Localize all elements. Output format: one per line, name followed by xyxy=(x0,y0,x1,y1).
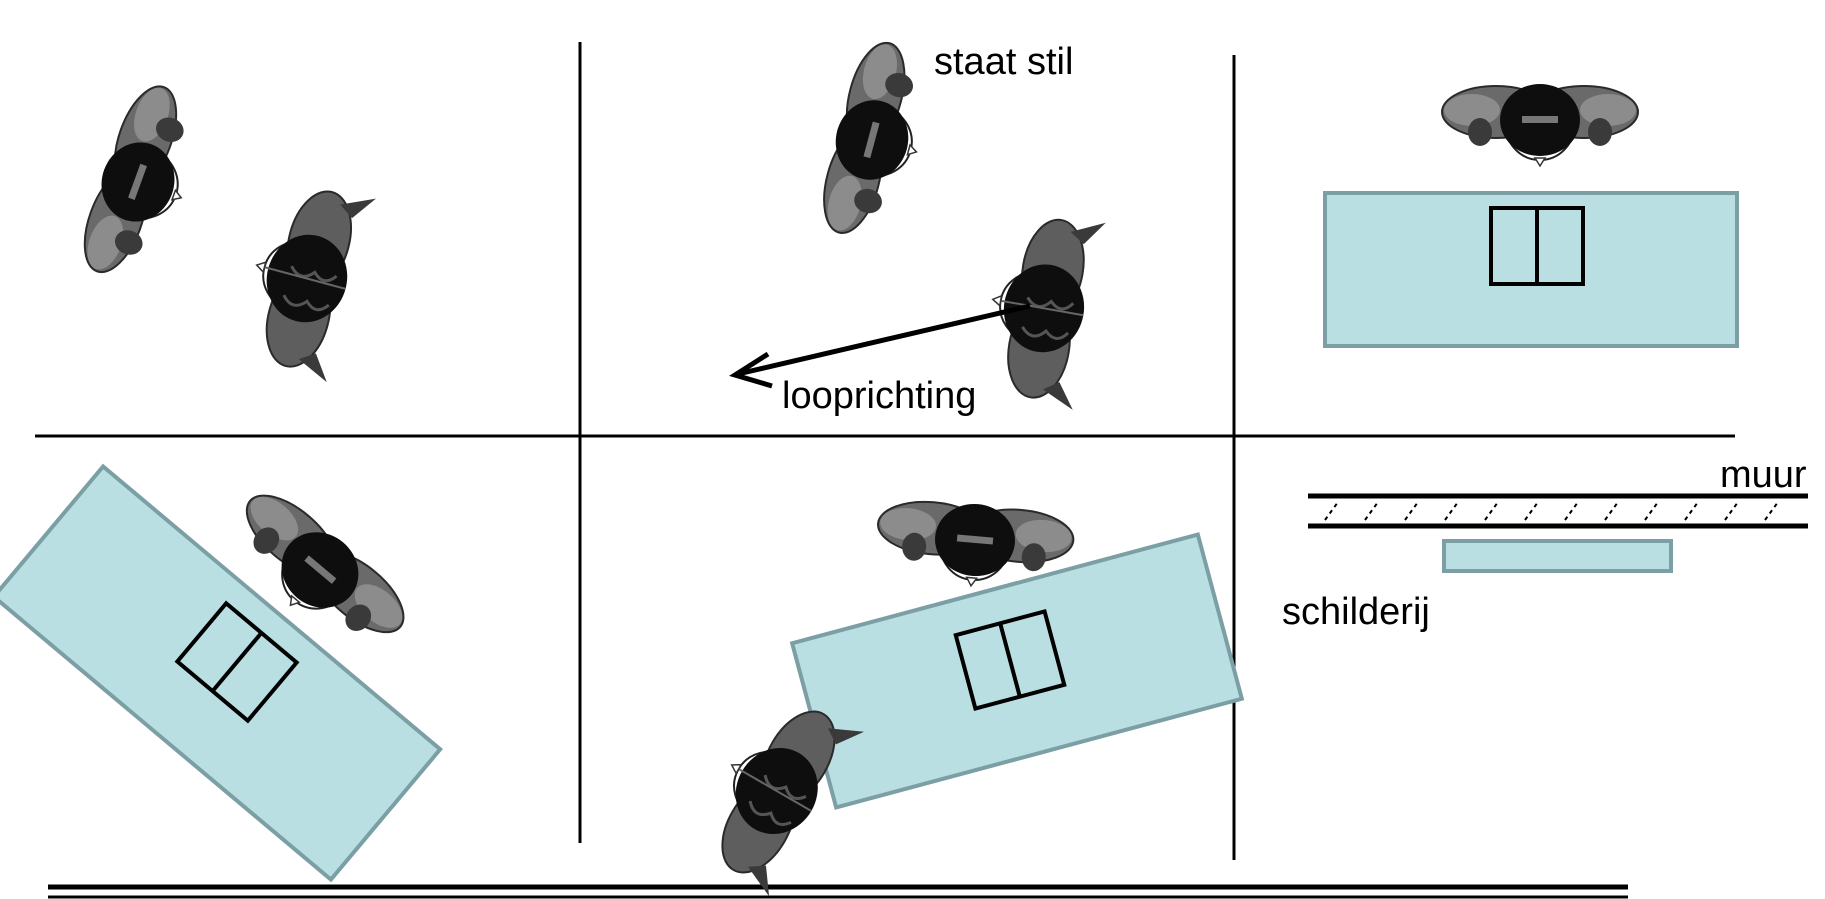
label-painting: schilderij xyxy=(1282,591,1430,633)
table xyxy=(789,532,1245,810)
panel-6-legend: muur schilderij xyxy=(1282,454,1808,633)
panel-5 xyxy=(682,494,1245,898)
walking-direction-arrow xyxy=(737,303,1031,377)
arrow-head xyxy=(729,351,773,389)
table xyxy=(0,463,443,883)
person-icon xyxy=(974,204,1108,412)
panel-2: staat stil looprichting xyxy=(729,35,1108,417)
wall-symbol xyxy=(1308,493,1808,529)
person-icon xyxy=(230,171,378,384)
panel-3 xyxy=(1323,83,1739,348)
label-wall: muur xyxy=(1720,454,1807,496)
label-walking-direction: looprichting xyxy=(782,375,976,417)
painting-symbol xyxy=(1442,539,1673,573)
person-icon xyxy=(69,76,216,291)
panel-1 xyxy=(69,76,378,384)
person-icon xyxy=(1441,83,1639,167)
panel-4 xyxy=(0,463,443,883)
table xyxy=(1323,191,1739,348)
label-standing: staat stil xyxy=(934,41,1073,83)
grid-lines xyxy=(35,42,1735,860)
person-icon xyxy=(810,35,943,248)
bottom-wall-lines xyxy=(48,884,1628,899)
